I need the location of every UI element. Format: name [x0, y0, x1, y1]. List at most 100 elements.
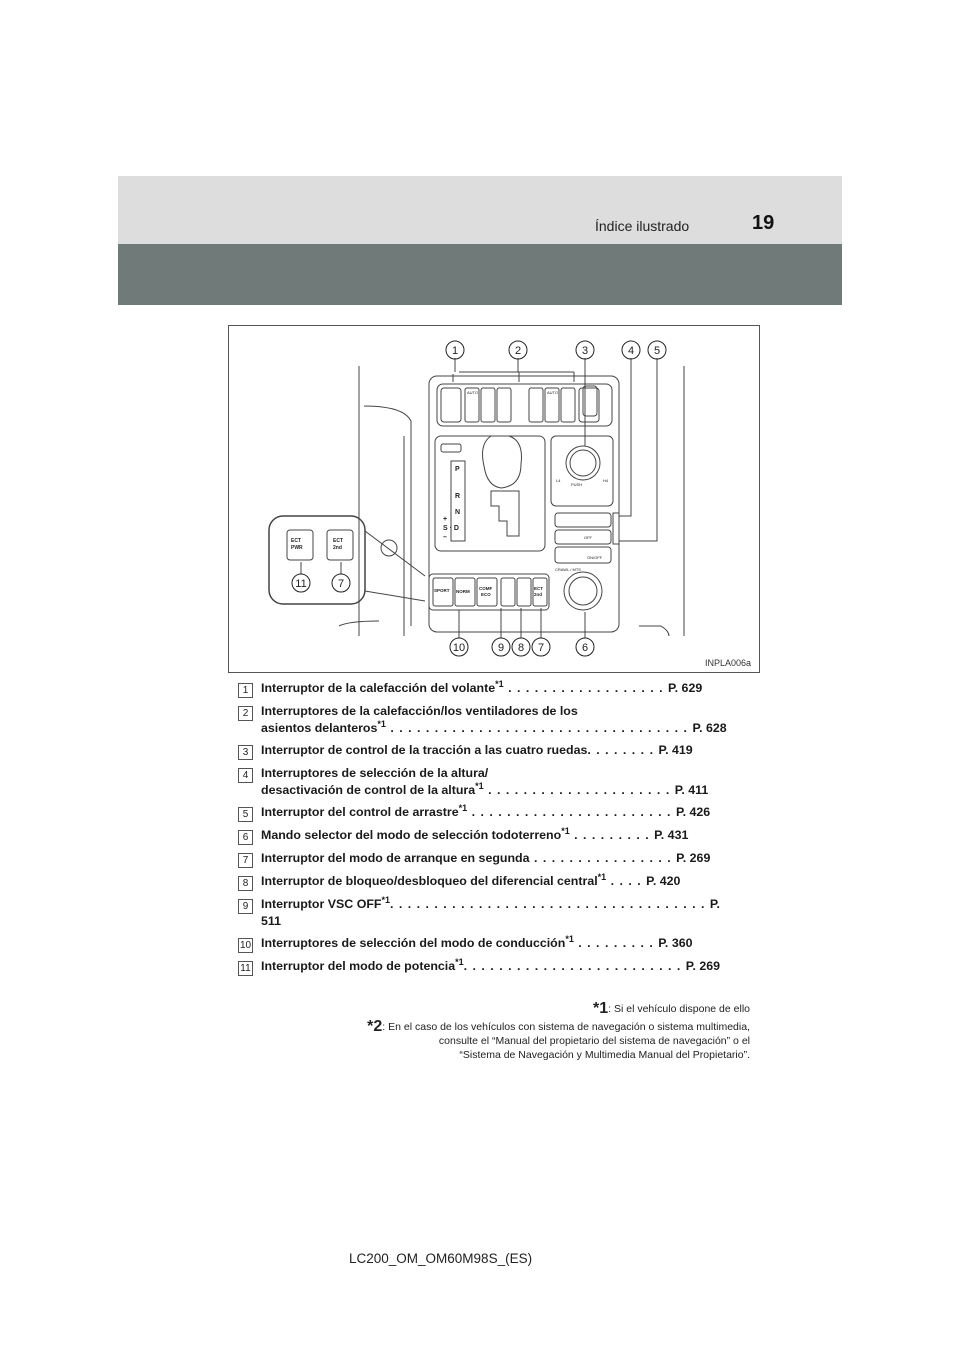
gear-plus: +: [443, 516, 447, 523]
trim-line: [363, 405, 412, 626]
list-item: 10 Interruptores de selección del modo d…: [238, 933, 758, 953]
item-text: Mando selector del modo de selección tod…: [261, 825, 689, 842]
item-number: 2: [238, 706, 253, 721]
callout-7-label: 7: [538, 642, 544, 654]
ect-pwr-switch: [286, 529, 314, 561]
norm-switch: [454, 577, 476, 607]
shift-lever: [482, 435, 522, 489]
item-text: Interruptores de selección de la altura/…: [261, 766, 709, 797]
footnote-2: *2: En el caso de los vehículos con sist…: [367, 1018, 750, 1035]
page-number: 19: [752, 212, 775, 234]
steering-heater-switch: [440, 387, 462, 423]
list-item: 1 Interruptor de la calefacción del vola…: [238, 678, 758, 698]
inset-connector: [364, 530, 426, 602]
page-ref: P. 426: [675, 805, 711, 819]
multi-terrain-select-knob: [563, 571, 603, 611]
sport-switch: [432, 577, 454, 607]
norm-label: NORM: [456, 589, 470, 594]
callout-9-label: 9: [498, 642, 504, 654]
footnote-2-line2: consulte el “Manual del propietario del …: [438, 1035, 750, 1047]
page-ref: P. 629: [668, 681, 703, 695]
crawl-control-switch: [554, 546, 612, 564]
item-text: Interruptor de control de la tracción a …: [261, 743, 693, 757]
seat-heater-switch: [464, 387, 480, 423]
leader-5: [619, 358, 658, 542]
page-ref: P. 628: [692, 721, 727, 735]
seat-vent-switch: [544, 387, 560, 423]
comf-eco-switch: [476, 577, 498, 607]
header-top-band: [118, 176, 842, 244]
footnotes: *1: Si el vehículo dispone de ello *2: E…: [300, 1000, 750, 1062]
section-title: Índice ilustrado: [595, 218, 690, 234]
item-text: Interruptores de la calefacción/los vent…: [261, 704, 727, 735]
seat-vent-switch: [480, 387, 496, 423]
callout-7: [531, 637, 551, 657]
callout-7-inset: [331, 573, 351, 593]
off-label: OFF: [584, 535, 593, 540]
gear-p: P: [455, 466, 460, 473]
callout-5: [647, 340, 667, 360]
leader-inset: [300, 562, 342, 574]
callout-8: [511, 637, 531, 657]
gear-n: N: [455, 509, 460, 516]
callout-10: [449, 637, 469, 657]
page-ref: P. 269: [676, 851, 711, 865]
page-ref: P. 420: [646, 874, 681, 888]
sport-label: SPORT: [434, 588, 450, 593]
callout-6-label: 6: [582, 642, 588, 654]
list-item: 2 Interruptores de la calefacción/los ve…: [238, 703, 758, 737]
4wd-control-dial: [565, 445, 601, 481]
list-item: 5 Interruptor del control de arrastre*1 …: [238, 802, 758, 822]
page-ref: P. 411: [674, 783, 709, 797]
item-number: 9: [238, 899, 253, 914]
switch-blank: [578, 387, 600, 423]
item-text: Interruptores de selección del modo de c…: [261, 933, 693, 950]
item-text: Interruptor de bloqueo/desbloqueo del di…: [261, 871, 681, 888]
item-text: Interruptor de la calefacción del volant…: [261, 678, 703, 695]
document-code: LC200_OM_OM60M98S_(ES): [349, 1251, 533, 1266]
item-number: 11: [238, 961, 253, 976]
callout-2-label: 2: [515, 345, 521, 357]
callout-3: [575, 340, 595, 360]
item-number: 7: [238, 853, 253, 868]
height-select-switch: [554, 512, 612, 528]
page-ref: P. 419: [658, 743, 693, 757]
auto-label-left: AUTO: [467, 390, 478, 395]
callout-9: [491, 637, 511, 657]
crawl-label: CRAWL / MTS: [555, 567, 581, 572]
inset-frame: [268, 515, 366, 605]
item-number: 1: [238, 683, 253, 698]
item-number: 8: [238, 876, 253, 891]
list-item: 11 Interruptor del modo de potencia*1. .…: [238, 956, 758, 976]
seat-auto-switch: [496, 387, 512, 423]
callout-1: [445, 340, 465, 360]
leader-4: [619, 358, 632, 517]
push-label: PUSH: [571, 482, 582, 487]
page-ref: P. 431: [654, 828, 689, 842]
inset-ect-label-2: ECT: [333, 538, 343, 544]
comf-label: COMF: [479, 586, 492, 591]
4wd-control-area: [550, 435, 614, 507]
item-text: Interruptor del modo de arranque en segu…: [261, 851, 711, 865]
trim-line: [639, 625, 670, 637]
item-text: Interruptor VSC OFF*1. . . . . . . . . .…: [261, 894, 720, 928]
footnote-2-line3: “Sistema de Navegación y Multimedia Manu…: [459, 1049, 750, 1061]
on-off-label: ON/OFF: [587, 555, 603, 560]
page-ref: P. 511: [261, 897, 720, 928]
callout-11-label: 11: [295, 578, 306, 590]
second-label: 2nd: [534, 592, 542, 597]
list-item: 7 Interruptor del modo de arranque en se…: [238, 850, 758, 868]
callout-5-label: 5: [654, 345, 660, 357]
item-text: Interruptor del modo de potencia*1. . . …: [261, 956, 721, 973]
callout-1-label: 1: [452, 345, 458, 357]
multi-terrain-select-knob-inner: [568, 576, 598, 606]
bottom-switch-row: [428, 573, 550, 611]
callout-8-label: 8: [518, 642, 524, 654]
shift-indicator: [440, 443, 462, 453]
gear-r: R: [455, 493, 460, 500]
knob-small: [380, 539, 398, 557]
item-number: 5: [238, 807, 253, 822]
item-text: Interruptor del control de arrastre*1 . …: [261, 802, 711, 819]
panel-button: [582, 385, 598, 417]
footnote-1: *1: Si el vehículo dispone de ello: [593, 1000, 750, 1017]
